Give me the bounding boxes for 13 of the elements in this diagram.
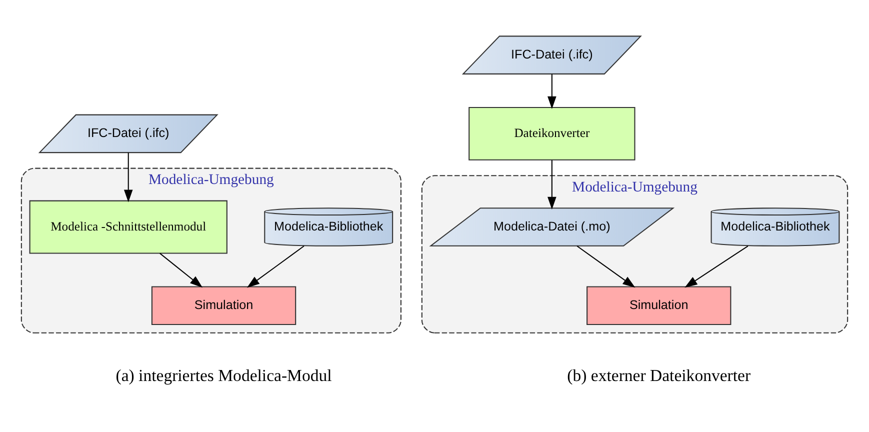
node-box: Simulation [151, 286, 296, 326]
node-box: Dateikonverter [468, 106, 636, 160]
label: (b) externer Dateikonverter [567, 366, 751, 385]
arrow [124, 152, 133, 202]
arrow [548, 74, 556, 109]
arrow [246, 246, 304, 288]
node-box: Modelica -Schnittstellenmodul [29, 200, 228, 254]
arrow [548, 160, 556, 210]
arrow [576, 246, 636, 288]
arrow [160, 252, 203, 288]
node-box: Simulation [586, 286, 732, 326]
arrow [684, 246, 748, 288]
label: (a) integriertes Modelica-Modul [116, 366, 332, 385]
